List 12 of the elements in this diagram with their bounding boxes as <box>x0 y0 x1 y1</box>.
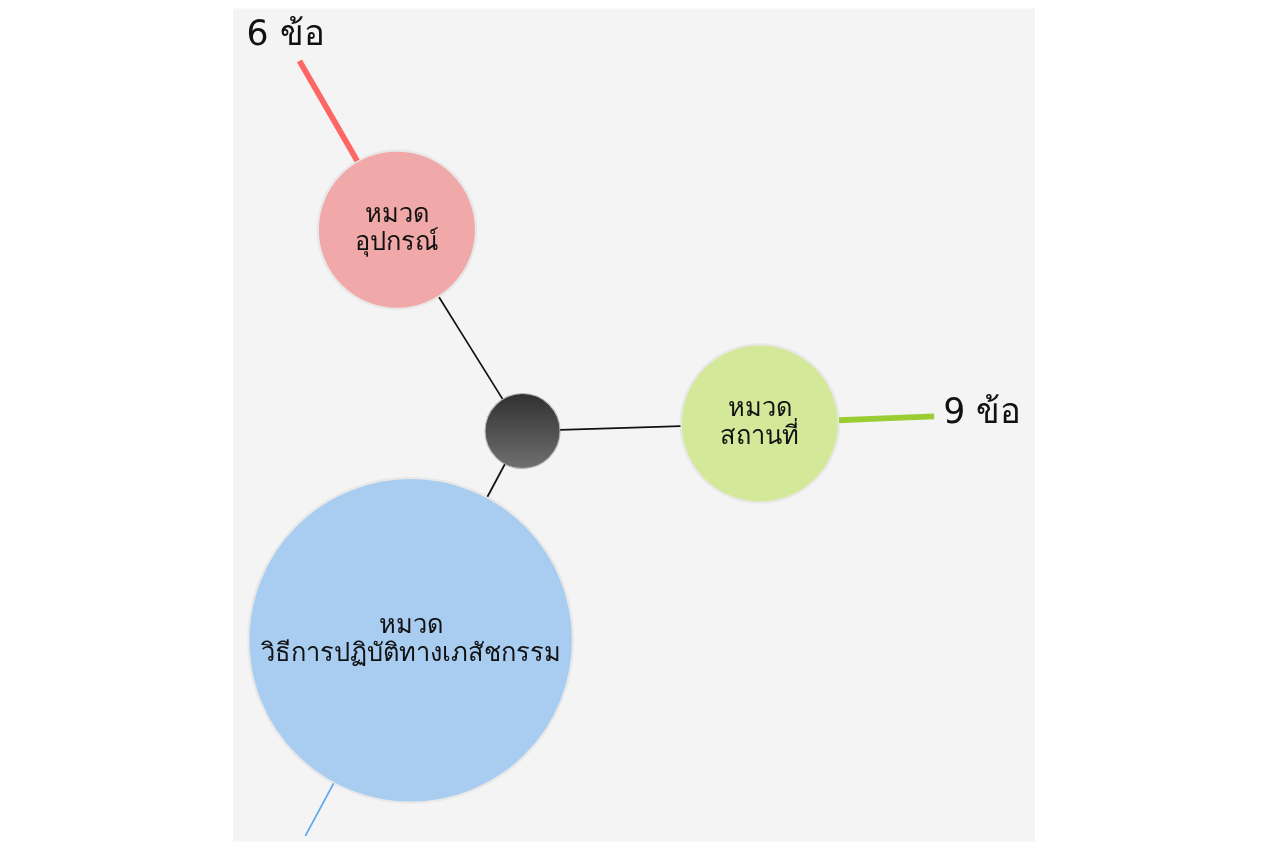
connector <box>438 296 504 400</box>
node-text: 6 ข้อ <box>246 13 325 54</box>
connector <box>304 782 335 837</box>
node-circle <box>484 392 561 470</box>
connector <box>559 425 682 431</box>
node-circle: หมวด อุปกรณ์ <box>316 149 478 310</box>
connector <box>838 413 935 424</box>
node-text: 9 ข้อ <box>943 391 1022 432</box>
node-circle: หมวด วิธีการปฏิบัติทางเภสัชกรรม <box>247 476 575 804</box>
connector <box>296 59 360 163</box>
node-circle: หมวด สถานที่ <box>679 343 841 504</box>
connector <box>486 463 506 498</box>
